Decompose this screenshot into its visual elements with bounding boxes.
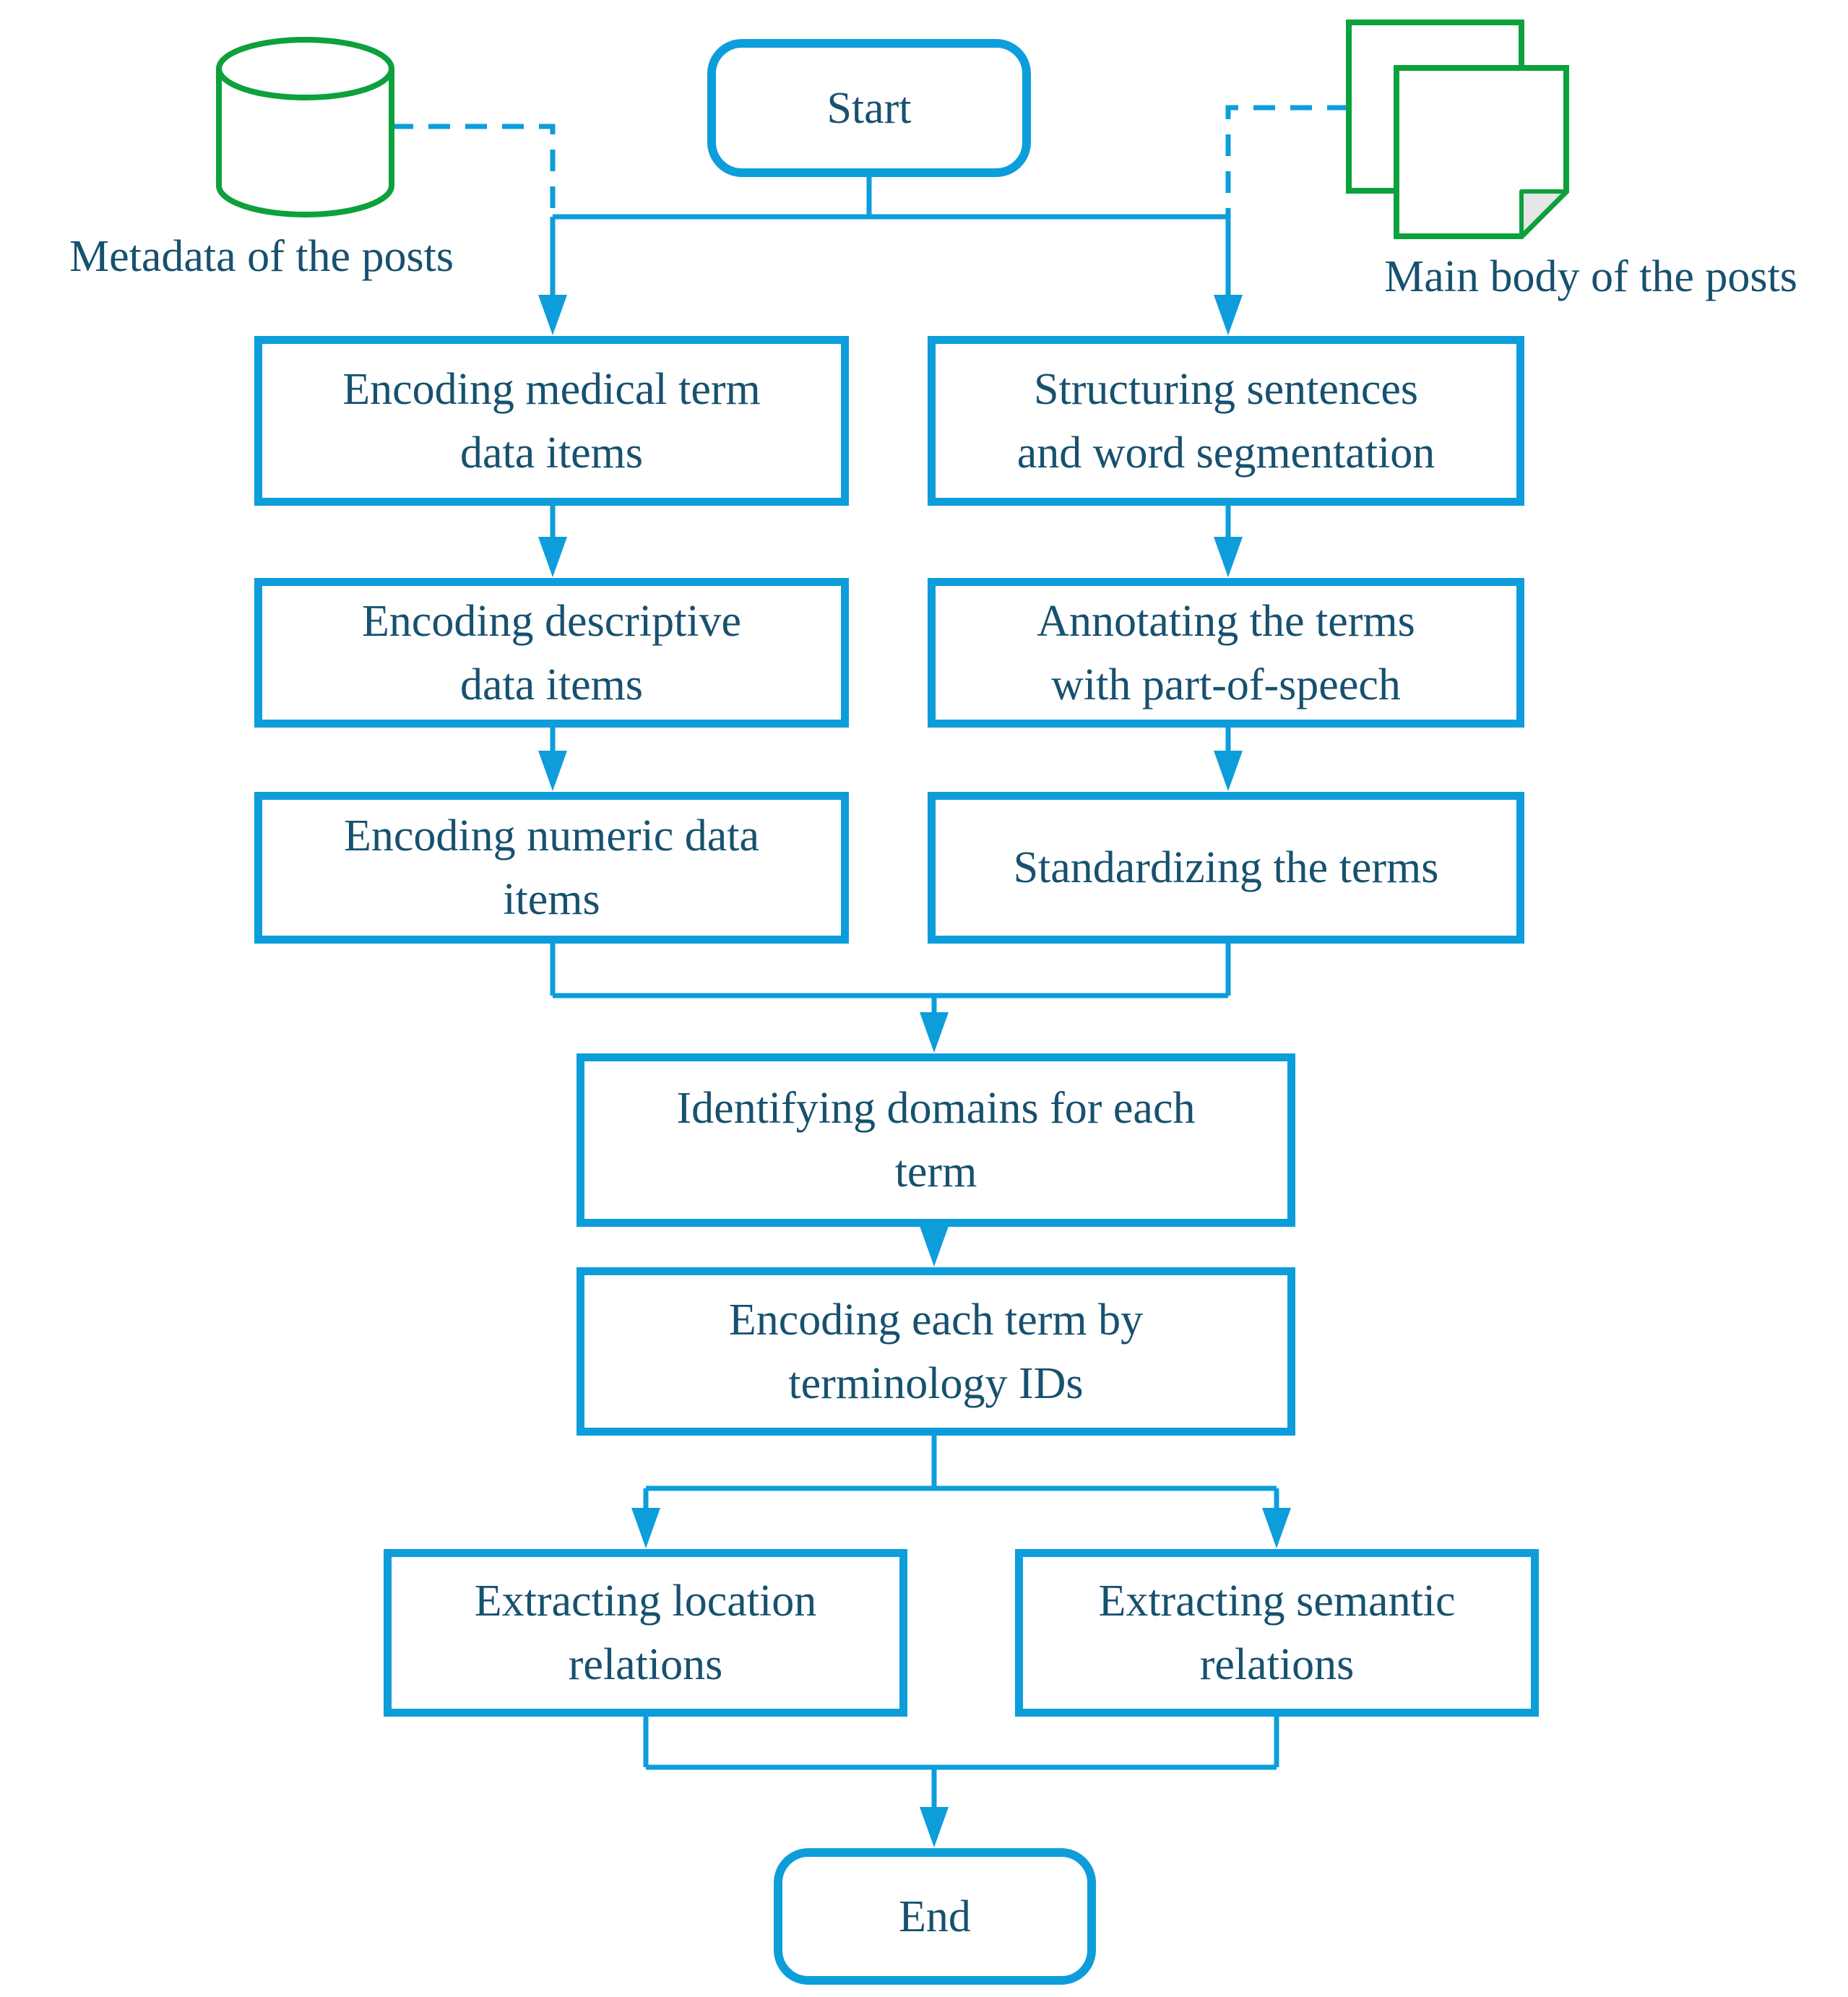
- arrowhead: [920, 1807, 949, 1847]
- process-encoding-descriptive: Encoding descriptive data items: [254, 578, 849, 728]
- page-fold-corner: [1519, 189, 1568, 238]
- arrowhead: [1262, 1508, 1291, 1548]
- process-encoding-numeric: Encoding numeric data items: [254, 792, 849, 944]
- process-standardizing-terms: Standardizing the terms: [928, 792, 1524, 944]
- process-structuring-sentences: Structuring sentences and word segmentat…: [928, 336, 1524, 506]
- arrowhead: [631, 1508, 660, 1548]
- process-extracting-semantic-relations: Extracting semantic relations: [1015, 1549, 1539, 1717]
- process-encoding-terminology-ids: Encoding each term by terminology IDs: [577, 1267, 1295, 1436]
- flow-lines: [550, 177, 1279, 1812]
- process-extracting-location-relations: Extracting location relations: [384, 1549, 907, 1717]
- process-encoding-medical-term: Encoding medical term data items: [254, 336, 849, 506]
- main-body-input-label: Main body of the posts: [1384, 252, 1797, 301]
- metadata-input-label: Metadata of the posts: [69, 232, 454, 281]
- stacked-documents-icon: [1346, 20, 1569, 239]
- process-annotating-terms: Annotating the terms with part-of-speech: [928, 578, 1524, 728]
- arrowhead: [920, 1012, 949, 1053]
- arrowhead: [538, 751, 567, 791]
- process-identifying-domains: Identifying domains for each term: [577, 1053, 1295, 1227]
- arrowhead: [920, 1226, 949, 1267]
- arrowhead: [538, 537, 567, 577]
- arrowhead: [538, 295, 567, 335]
- columns-merge-line: [550, 944, 1231, 1017]
- start-node: Start: [707, 39, 1031, 177]
- arrowhead: [1214, 751, 1243, 791]
- output-split-line: [643, 1436, 1279, 1513]
- arrowhead: [1214, 537, 1243, 577]
- dashed-connector-main-body: [1225, 105, 1349, 217]
- dashed-connector-metadata: [392, 124, 556, 217]
- database-cylinder-icon: [216, 37, 394, 217]
- arrowhead: [1214, 295, 1243, 335]
- output-merge-line: [643, 1717, 1279, 1812]
- end-node: End: [774, 1848, 1096, 1985]
- arrowheads: [538, 295, 1291, 1847]
